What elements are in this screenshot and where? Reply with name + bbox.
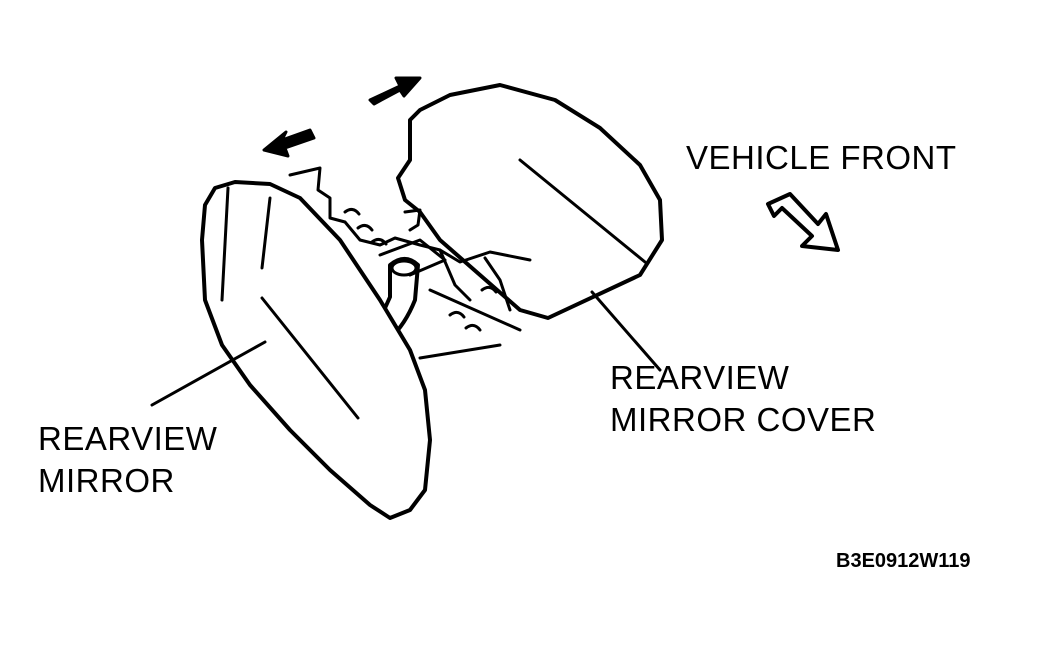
leader-line-cover [590, 290, 662, 372]
hollow-arrow-icon [766, 192, 840, 252]
rearview-mirror-line2: MIRROR [38, 462, 175, 499]
rearview-mirror-line1: REARVIEW [38, 420, 218, 457]
rearview-mirror-cover-line2: MIRROR COVER [610, 401, 877, 438]
mirror-cover-shape [396, 83, 664, 320]
arrow-right-icon [368, 76, 422, 106]
rearview-mirror-cover-label: REARVIEW MIRROR COVER [610, 357, 876, 441]
leader-line-mirror [150, 340, 267, 407]
vehicle-front-label: VEHICLE FRONT [686, 139, 957, 176]
rearview-mirror-label: REARVIEW MIRROR [38, 418, 217, 502]
rearview-mirror-shape [200, 180, 432, 520]
rearview-mirror-cover-line1: REARVIEW [610, 359, 790, 396]
figure-code: B3E0912W119 [836, 550, 971, 572]
arrow-left-icon [262, 128, 316, 158]
